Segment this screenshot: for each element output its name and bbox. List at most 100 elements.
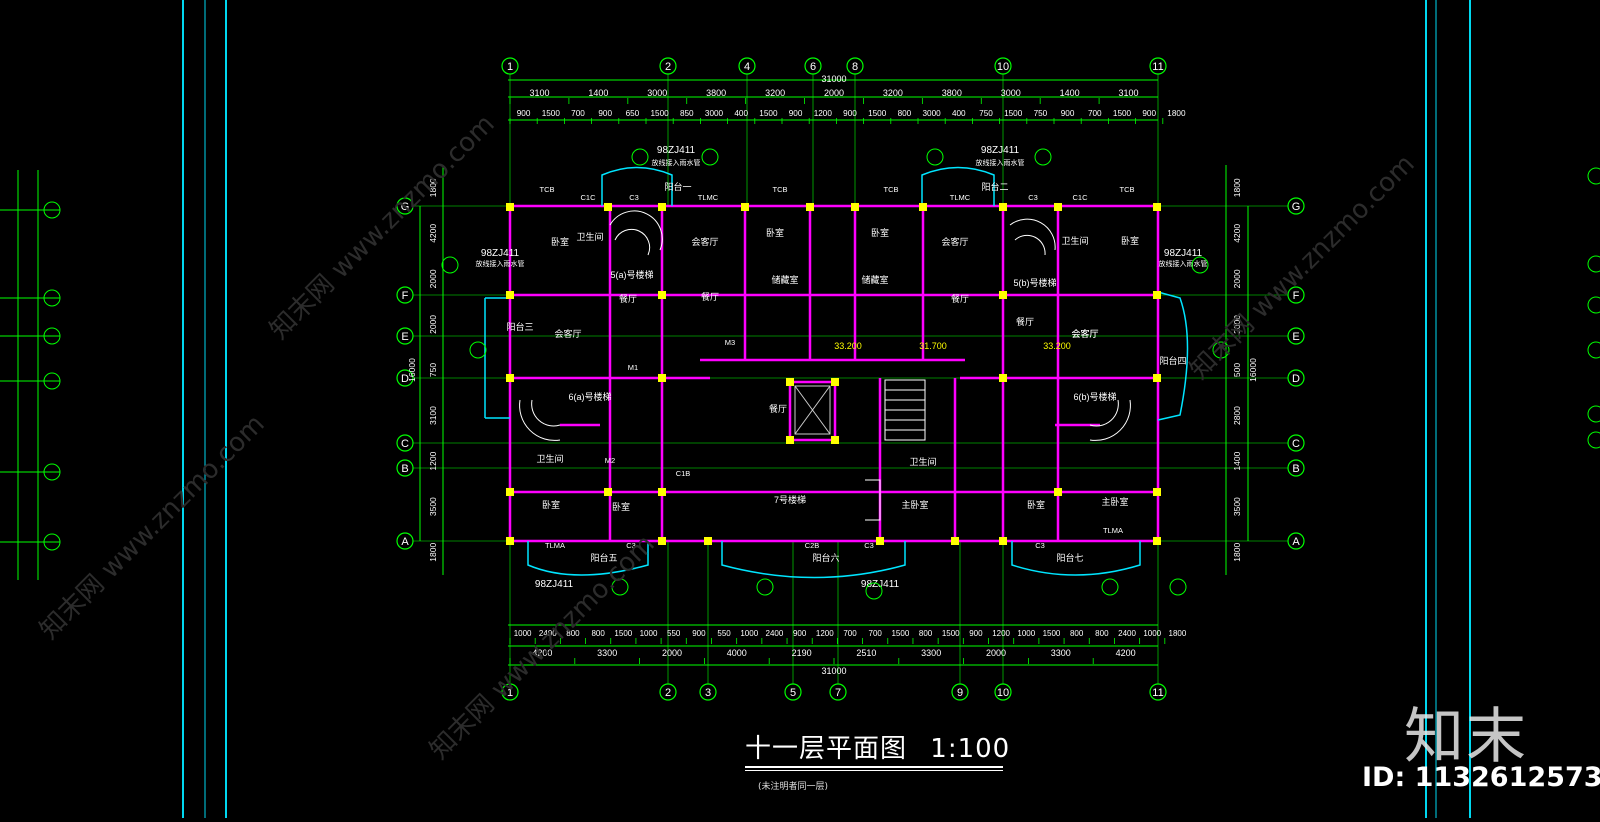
room-label: 储藏室 — [771, 274, 798, 285]
dim-text-bottom1: 550 — [717, 629, 731, 638]
dim-text-left: 3500 — [428, 497, 438, 516]
column — [506, 203, 514, 211]
window-label: C3 — [1028, 193, 1038, 202]
room-label: 餐厅 — [701, 291, 719, 302]
axis-label-top: 6 — [810, 61, 816, 73]
room-label: 主卧室 — [1101, 496, 1128, 507]
axis-bubble-top — [846, 57, 864, 75]
dim-text-top2: 650 — [626, 109, 640, 118]
axis-label-right: B — [1292, 463, 1299, 475]
column — [999, 374, 1007, 382]
room-label: 阳台六 — [812, 552, 839, 563]
dim-text-top1: 1400 — [588, 88, 608, 98]
axis-bubble-top — [501, 57, 519, 75]
room-label: 会客厅 — [1071, 328, 1098, 339]
dim-text-top2: 1500 — [868, 109, 887, 118]
axis-label-left: E — [401, 331, 408, 343]
column — [506, 374, 514, 382]
dim-text-bottom2: 4000 — [727, 648, 747, 658]
detail-bubble — [701, 148, 719, 166]
dim-text-top2: 800 — [898, 109, 912, 118]
room-label: 卧室 — [551, 236, 569, 247]
axis-label-top: 4 — [744, 61, 750, 73]
column — [741, 203, 749, 211]
dim-text-top2: 900 — [598, 109, 612, 118]
column — [506, 488, 514, 496]
axis-bubble-top — [738, 57, 756, 75]
dim-text-bottom1: 1200 — [992, 629, 1010, 638]
detail-bubble — [756, 578, 774, 596]
dim-text-top2: 900 — [789, 109, 803, 118]
window-label: C1C — [580, 193, 596, 202]
window-label: TLMA — [545, 541, 565, 550]
dim-text-bottom1: 1000 — [1143, 629, 1161, 638]
detail-bubble — [631, 148, 649, 166]
detail-bubble — [1191, 256, 1209, 274]
window-label: C1C — [1072, 193, 1088, 202]
room-label: 6(a)号楼梯 — [568, 391, 611, 402]
dim-text-top1: 3800 — [942, 88, 962, 98]
detail-bubble — [926, 148, 944, 166]
dim-text-top2: 1500 — [1004, 109, 1023, 118]
column — [658, 537, 666, 545]
room-label: 会客厅 — [554, 328, 581, 339]
axis-label-left: A — [401, 536, 409, 548]
drawing-title: 十一层平面图 1:100 — [745, 728, 1010, 765]
dim-text-top1: 1400 — [1060, 88, 1080, 98]
axis-label-bottom: 1 — [507, 687, 513, 699]
column — [786, 436, 794, 444]
column — [658, 488, 666, 496]
axis-label-left: F — [402, 290, 409, 302]
column — [1054, 203, 1062, 211]
overall-dim-right: 16000 — [1248, 358, 1258, 382]
room-label: 阳台二 — [981, 181, 1008, 192]
dim-text-top2: 700 — [1088, 109, 1102, 118]
dim-text-bottom2: 4200 — [1116, 648, 1136, 658]
room-label: 餐厅 — [619, 293, 637, 304]
axis-label-right: A — [1292, 536, 1300, 548]
dim-text-right: 1800 — [1232, 178, 1242, 197]
room-label: 5(b)号楼梯 — [1013, 277, 1056, 288]
axis-label-left: D — [401, 373, 409, 385]
axis-label-bottom: 2 — [665, 687, 671, 699]
window-label: C1B — [676, 469, 691, 478]
title-underline-thin — [745, 770, 1003, 771]
room-label: 会客厅 — [691, 236, 718, 247]
dim-text-right: 500 — [1232, 363, 1242, 377]
dim-text-top1: 3800 — [706, 88, 726, 98]
room-labels: 卧室卫生间会客厅卧室储藏室储藏室卧室会客厅卫生间卧室餐厅餐厅会客厅餐厅餐厅会客厅… — [506, 181, 1186, 563]
axis-bubble-top — [659, 57, 677, 75]
dim-text-bottom2: 4200 — [532, 648, 552, 658]
axis-label-left: B — [401, 463, 408, 475]
axis-bubble-left — [396, 286, 414, 304]
title-underline — [745, 766, 1003, 768]
dim-text-right: 2000 — [1232, 269, 1242, 288]
room-label: 卧室 — [612, 501, 630, 512]
dim-text-top2: 900 — [1142, 109, 1156, 118]
column — [1153, 488, 1161, 496]
dim-text-top2: 3000 — [922, 109, 941, 118]
axis-label-top: 10 — [997, 61, 1009, 73]
dim-text-bottom1: 2400 — [1118, 629, 1136, 638]
window-label: M2 — [605, 456, 615, 465]
column — [604, 203, 612, 211]
dim-text-top2: 1500 — [542, 109, 561, 118]
room-label: 餐厅 — [951, 293, 969, 304]
dim-text-top2: 750 — [1034, 109, 1048, 118]
column — [999, 203, 1007, 211]
axis-bubble-top — [804, 57, 822, 75]
axis-bubble-left — [396, 197, 414, 215]
axis-bubble-top — [994, 57, 1012, 75]
detail-reference: 98ZJ411 — [981, 145, 1020, 156]
room-label: 卧室 — [871, 227, 889, 238]
room-label: 阳台五 — [590, 552, 617, 563]
room-label: 卧室 — [1121, 235, 1139, 246]
dim-text-top1: 3100 — [529, 88, 549, 98]
room-label: 卫生间 — [909, 456, 936, 467]
dimension-lines — [419, 79, 1249, 666]
axis-label-bottom: 3 — [705, 687, 711, 699]
column — [704, 537, 712, 545]
window-label: TCB — [540, 185, 555, 194]
